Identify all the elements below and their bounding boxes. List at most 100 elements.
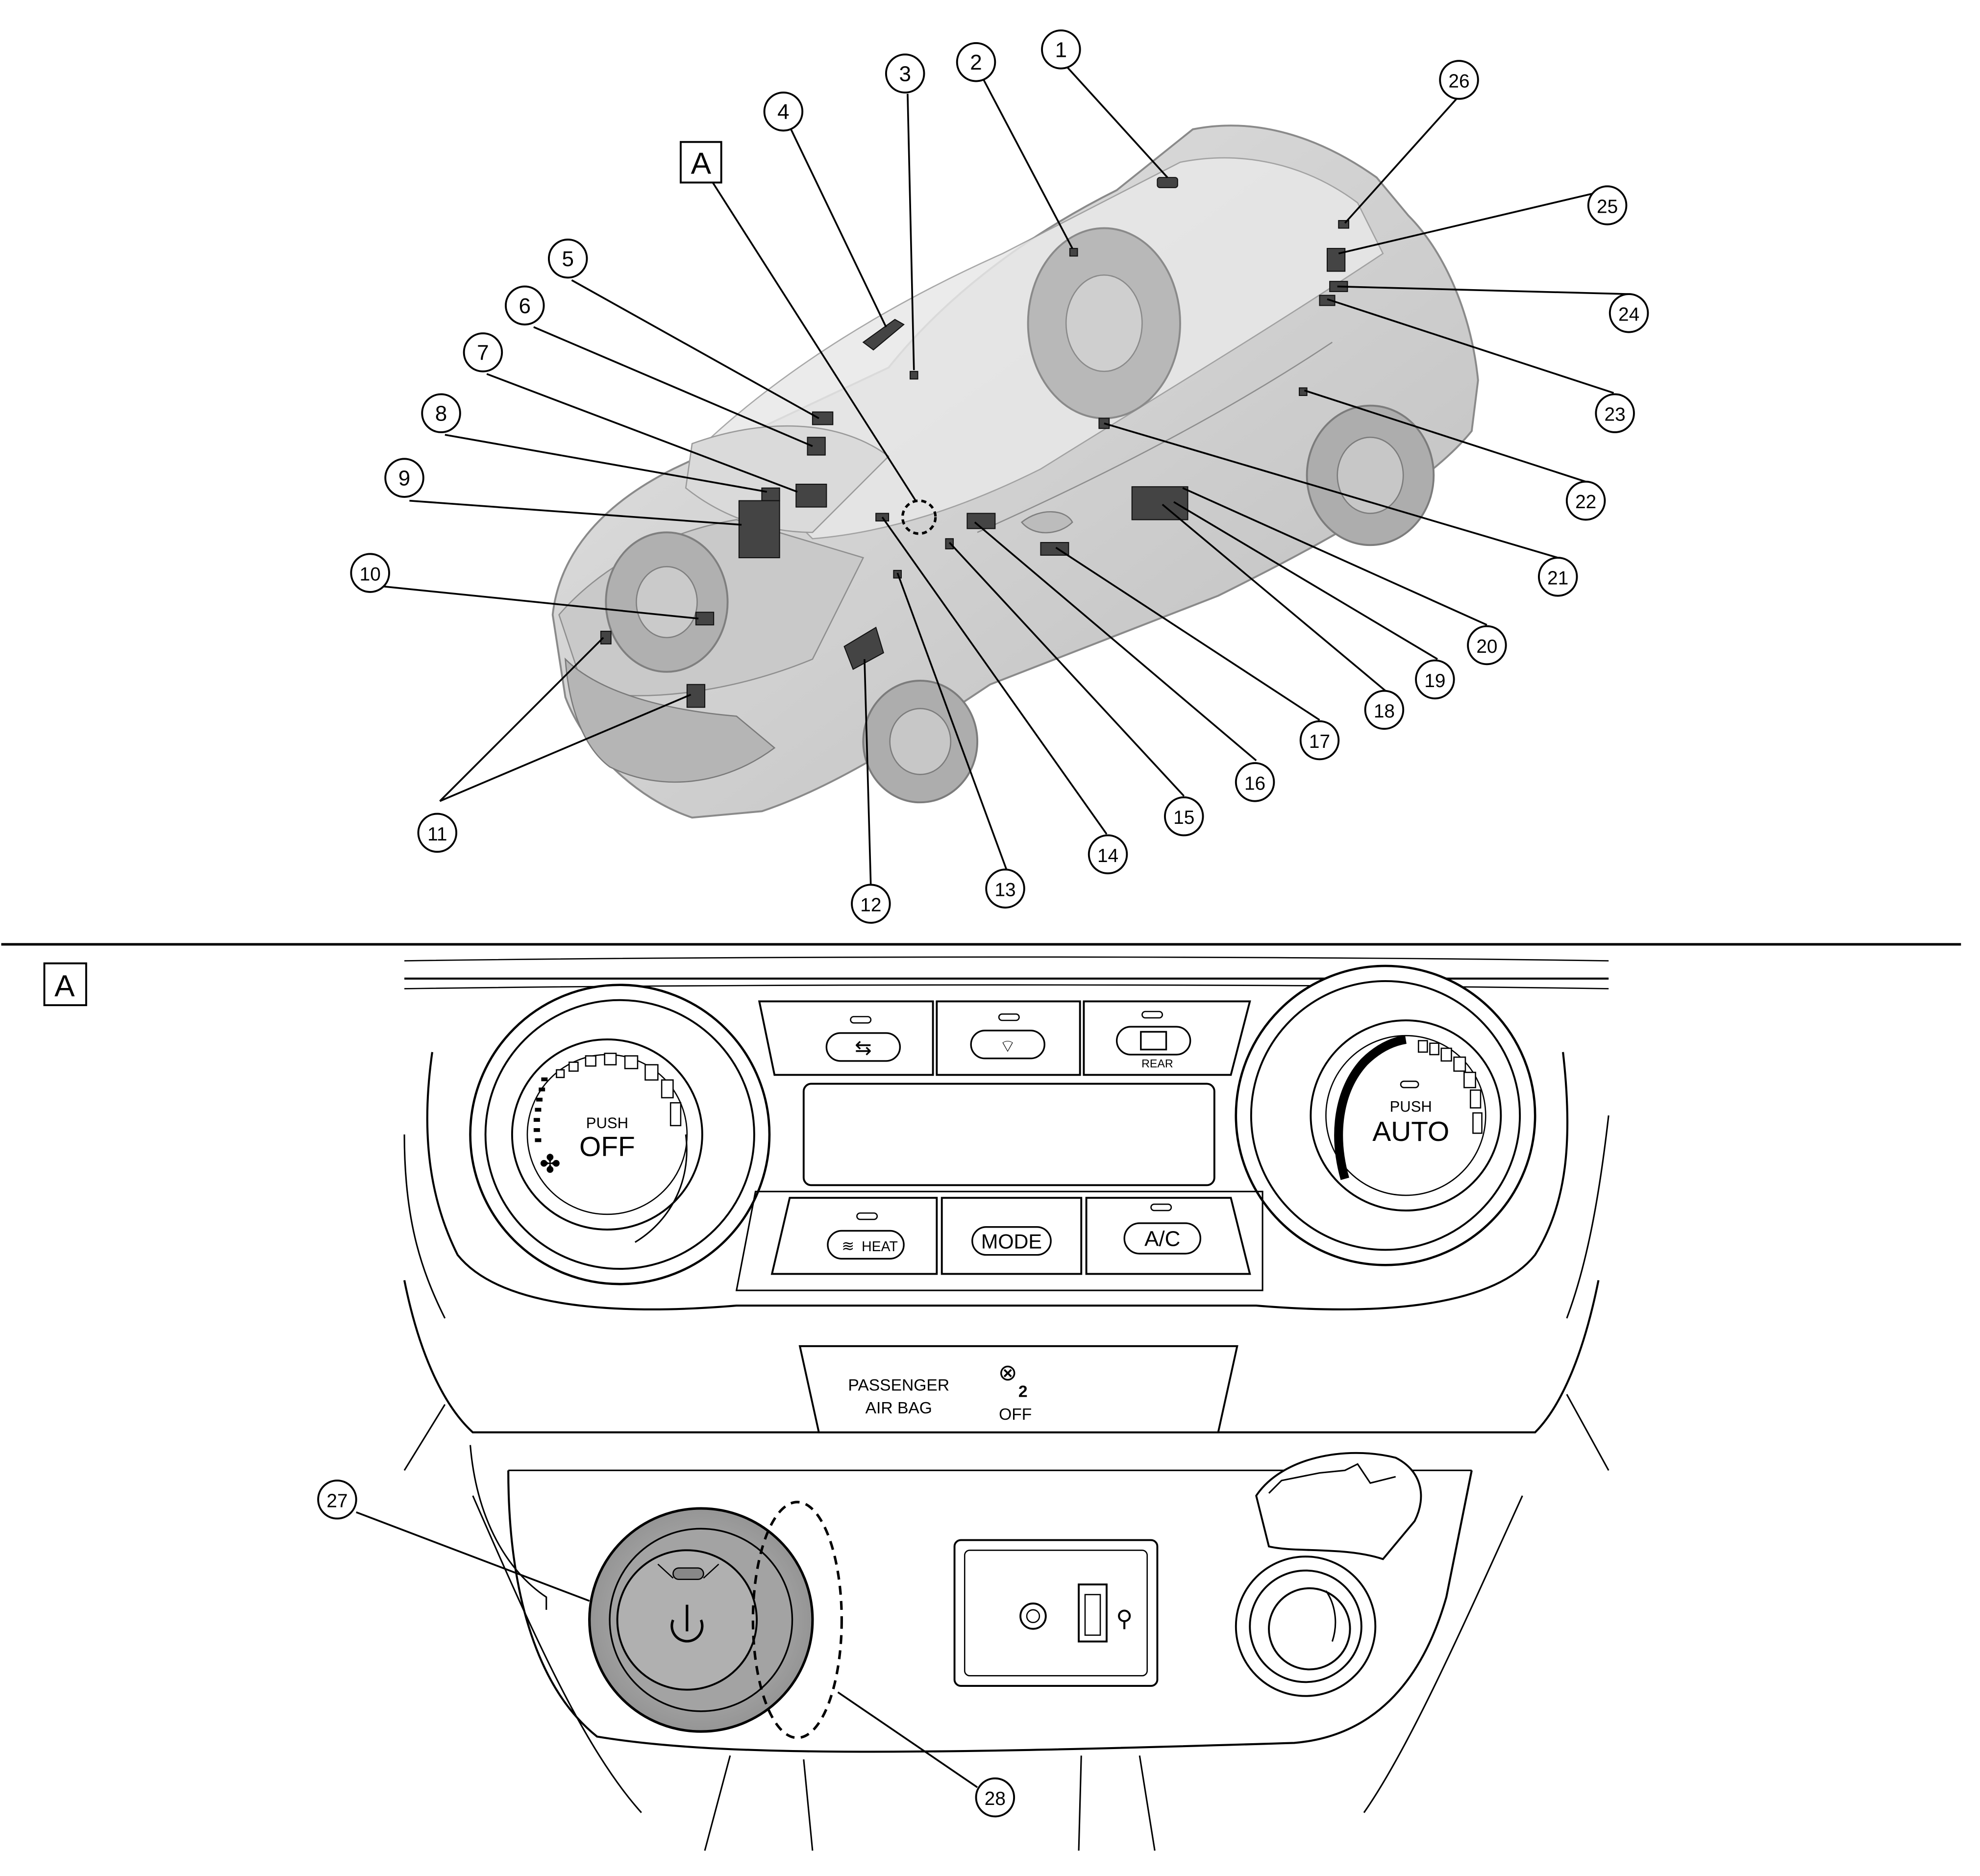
mode-button[interactable]: MODE [971, 1226, 1052, 1256]
callout-18: 18 [1364, 690, 1405, 730]
rear-defrost-button[interactable]: REAR [1115, 1011, 1191, 1070]
svg-text:2: 2 [970, 50, 982, 74]
temperature-level-ticks [1417, 1040, 1483, 1134]
callout-4: 4 [763, 91, 804, 132]
callout-25: 25 [1587, 185, 1628, 225]
svg-text:A: A [54, 969, 75, 1003]
power-icon [670, 1604, 704, 1643]
callout-24: 24 [1609, 293, 1649, 333]
callout-28: 28 [975, 1777, 1015, 1818]
svg-text:18: 18 [1374, 701, 1395, 722]
power-switch[interactable] [588, 1507, 814, 1733]
svg-text:5: 5 [562, 247, 573, 271]
car-illustration [551, 124, 1479, 819]
temperature-knob[interactable]: PUSH AUTO [1235, 964, 1536, 1266]
svg-text:16: 16 [1244, 773, 1265, 794]
recirculation-icon: ⇆ [855, 1037, 872, 1059]
svg-text:21: 21 [1547, 568, 1568, 589]
recirculation-lamp [850, 1016, 872, 1024]
rear-defrost-label: REAR [1141, 1057, 1173, 1070]
svg-text:9: 9 [398, 467, 410, 491]
airbag-label-line2: AIR BAG [866, 1399, 932, 1417]
callout-1: 1 [1041, 29, 1081, 70]
callout-22: 22 [1565, 480, 1606, 521]
svg-text:7: 7 [477, 341, 489, 365]
fan-icon: ✤ [540, 1149, 561, 1178]
callout-7: 7 [463, 332, 503, 372]
airbag-off-icon: ⊗ [998, 1360, 1017, 1385]
callout-13: 13 [985, 868, 1025, 909]
svg-text:13: 13 [994, 880, 1015, 901]
svg-text:26: 26 [1448, 71, 1469, 92]
svg-text:3: 3 [899, 62, 911, 86]
airbag-off-label: OFF [999, 1406, 1032, 1424]
svg-text:23: 23 [1605, 404, 1626, 425]
heat-button[interactable]: ≋ HEAT [827, 1212, 905, 1260]
svg-text:15: 15 [1173, 807, 1194, 828]
usb-port[interactable] [1078, 1583, 1108, 1643]
windshield [685, 425, 890, 533]
rear-defrost-lamp [1141, 1011, 1163, 1019]
usb-aux-panel: ⚲ [953, 1539, 1159, 1687]
svg-text:12: 12 [860, 895, 881, 916]
callout-15: 15 [1163, 796, 1204, 837]
leader-lines [375, 65, 1628, 888]
detail-a-marker [901, 499, 937, 535]
front-right-hub [889, 708, 952, 775]
recirculation-button[interactable]: ⇆ [825, 1016, 901, 1062]
svg-text:24: 24 [1618, 304, 1639, 325]
callout-5: 5 [547, 238, 588, 279]
callout-23: 23 [1595, 393, 1635, 433]
right-knob-auto-label: AUTO [1372, 1116, 1449, 1147]
power-switch-highlight-area [751, 1501, 843, 1739]
callout-8: 8 [421, 393, 461, 433]
callouts: 1 2 3 4 5 6 7 8 9 10 11 12 13 14 15 16 1… [317, 29, 1649, 1818]
callout-9: 9 [384, 458, 424, 498]
callout-10: 10 [350, 553, 390, 593]
callout-16: 16 [1235, 762, 1275, 802]
auto-indicator-lamp [1400, 1080, 1419, 1088]
ac-button[interactable]: A/C [1123, 1203, 1202, 1255]
front-defrost-lamp [998, 1013, 1020, 1021]
svg-text:20: 20 [1476, 636, 1497, 657]
left-knob-off-label: OFF [579, 1131, 635, 1162]
svg-text:28: 28 [985, 1788, 1006, 1809]
fan-speed-knob[interactable]: ✤ PUSH OFF [469, 984, 771, 1285]
side-mirror [1020, 511, 1073, 534]
section-label-box-top: A [679, 141, 722, 184]
svg-text:8: 8 [435, 402, 447, 426]
side-door-line [977, 342, 1333, 533]
callout-27: 27 [317, 1480, 357, 1520]
left-knob-push-label: PUSH [586, 1114, 628, 1132]
svg-text:17: 17 [1309, 731, 1330, 752]
svg-text:22: 22 [1575, 492, 1596, 513]
callout-3: 3 [885, 53, 925, 94]
detail-leader-lines [356, 1511, 978, 1788]
callout-20: 20 [1467, 625, 1507, 666]
callout-11: 11 [417, 813, 458, 853]
callout-2: 2 [956, 42, 996, 82]
ac-label: A/C [1144, 1227, 1180, 1251]
rear-defrost-icon [1140, 1031, 1167, 1051]
svg-text:10: 10 [360, 564, 381, 585]
rear-right-hub [1336, 437, 1404, 514]
heat-lamp [856, 1212, 878, 1220]
climate-display [802, 1083, 1215, 1186]
front-defrost-button[interactable]: ⌔ [970, 1013, 1045, 1060]
power-indicator-lamp [672, 1567, 704, 1580]
callout-14: 14 [1088, 834, 1128, 875]
svg-text:A: A [691, 147, 712, 180]
callout-17: 17 [1299, 720, 1340, 761]
front-defrost-icon: ⌔ [999, 1036, 1016, 1056]
section-label-box-bottom: A [43, 962, 87, 1007]
airbag-icon-number: 2 [1018, 1382, 1028, 1401]
callout-21: 21 [1538, 557, 1578, 597]
heat-icon: ≋ [842, 1237, 854, 1255]
component-markers [600, 177, 1350, 708]
svg-text:4: 4 [777, 100, 789, 124]
svg-text:25: 25 [1597, 197, 1618, 218]
callout-6: 6 [505, 285, 545, 326]
heat-label: HEAT [862, 1239, 898, 1255]
svg-text:11: 11 [427, 824, 447, 845]
